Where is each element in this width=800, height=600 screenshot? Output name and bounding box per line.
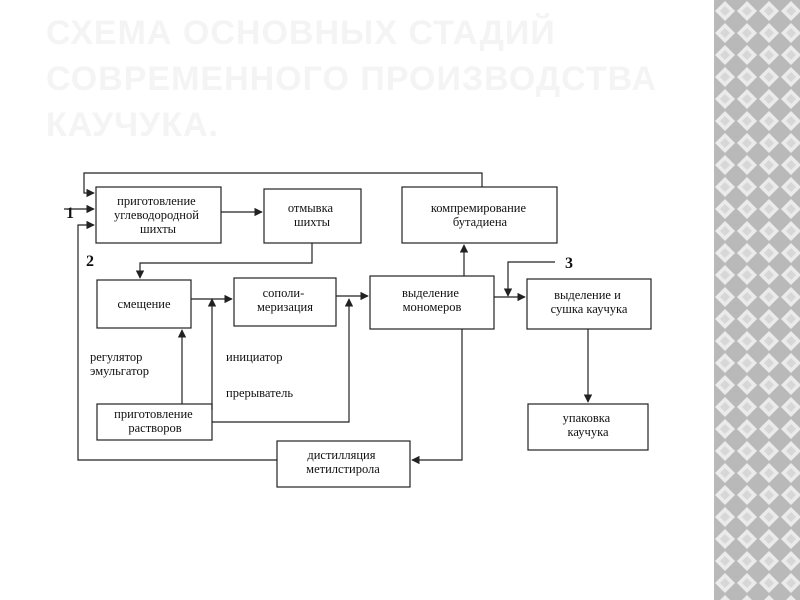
box-solutions-prep-line-2: растворов (128, 421, 181, 435)
box-prep-hydrocarbon-line-3: шихты (140, 222, 177, 236)
box-distillation-line-1: дистилляция (307, 448, 375, 462)
box-copolymerization-line-2: меризация (257, 300, 313, 314)
slide-title-line-2: СОВРЕМЕННОГО ПРОИЗВОДСТВА (46, 60, 658, 98)
box-washing-line-1: отмывка (288, 201, 334, 215)
stage-number-3: 3 (565, 255, 573, 272)
box-monomer-separation-line-1: выделение (402, 286, 459, 300)
box-solutions-prep-label: приготовление растворов (114, 407, 196, 435)
box-rubber-drying-line-2: сушка каучука (551, 302, 628, 316)
box-monomer-separation (369, 275, 495, 330)
arrow-top-recycle (83, 172, 483, 198)
production-flow-diagram: приготовление углеводородной шихты отмыв… (64, 172, 652, 488)
arrow-washing-to-mixing (135, 243, 313, 279)
box-prep-hydrocarbon-line-1: приготовление (117, 194, 196, 208)
box-rubber-drying (526, 278, 652, 330)
box-mixing-line-1: смещение (117, 297, 171, 311)
box-prep-hydrocarbon-line-2: углеводородной (114, 208, 199, 222)
arrow-input-3 (503, 261, 555, 297)
stage-number-2: 2 (86, 253, 94, 270)
box-mixing (96, 279, 192, 329)
label-emulsifier: эмульгатор (90, 364, 149, 378)
box-prep-hydrocarbon-label: приготовление углеводородной шихты (114, 194, 202, 236)
box-distillation-label: дистилляция метилстирола (306, 448, 380, 476)
box-rubber-drying-line-1: выделение и (554, 288, 621, 302)
label-breaker: прерыватель (226, 386, 293, 400)
arrow-solutions-to-separation (212, 298, 354, 423)
box-compression-line-1: компремирование (431, 201, 527, 215)
slide-title-line-3: КАУЧУКА. (46, 106, 219, 144)
box-compression-line-2: бутадиена (453, 215, 508, 229)
label-regulator-emulsifier: регулятор эмульгатор (90, 350, 149, 378)
box-compression-label: компремирование бутадиена (431, 201, 529, 229)
box-copolymerization (233, 277, 337, 327)
slide-title: СХЕМА ОСНОВНЫХ СТАДИЙ СОВРЕМЕННОГО ПРОИЗ… (46, 10, 686, 148)
box-mixing-label: смещение (117, 297, 171, 311)
box-rubber-packing-line-1: упаковка (563, 411, 611, 425)
box-prep-hydrocarbon (95, 186, 222, 244)
box-monomer-separation-line-2: мономеров (403, 300, 462, 314)
decorative-pattern-strip (714, 0, 800, 600)
box-rubber-packing-line-2: каучука (567, 425, 608, 439)
box-copolymerization-line-1: сополи- (263, 286, 305, 300)
box-washing-line-2: шихты (294, 215, 331, 229)
slide-title-line-1: СХЕМА ОСНОВНЫХ СТАДИЙ (46, 14, 556, 52)
stage-number-1: 1 (66, 205, 74, 222)
box-rubber-packing-label: упаковка каучука (563, 411, 614, 439)
box-distillation-line-2: метилстирола (306, 462, 380, 476)
label-initiator: инициатор (226, 350, 282, 364)
box-monomer-separation-label: выделение мономеров (402, 286, 462, 314)
box-distillation (276, 440, 411, 488)
box-solutions-prep-line-1: приготовление (114, 407, 193, 421)
box-rubber-drying-label: выделение и сушка каучука (551, 288, 628, 316)
arrow-separation-to-distillation (411, 329, 463, 465)
arrow-left-recycle (77, 220, 277, 461)
box-compression (401, 186, 558, 244)
label-regulator: регулятор (90, 350, 142, 364)
box-solutions-prep (96, 403, 213, 441)
box-rubber-packing (527, 403, 649, 451)
box-washing-label: отмывка шихты (288, 201, 336, 229)
box-copolymerization-label: сополи- меризация (257, 286, 313, 314)
